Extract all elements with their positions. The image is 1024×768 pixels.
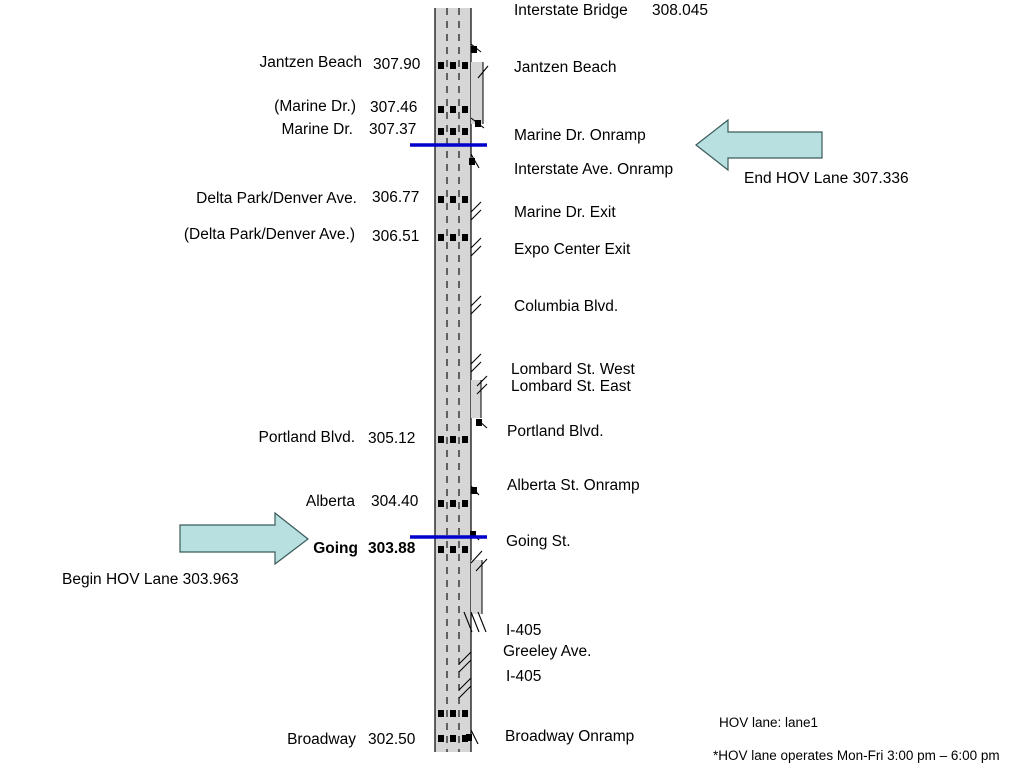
interstate-bridge-label: Interstate Bridge [514, 2, 628, 19]
aux-lane-north [471, 62, 483, 124]
ramp-label: Lombard St. West [511, 361, 635, 378]
ramp-label: Greeley Ave. [503, 643, 592, 660]
ramp-label: Expo Center Exit [514, 241, 631, 258]
ramp-label: Marine Dr. Exit [514, 204, 616, 221]
ramp-label: I-405 [506, 668, 542, 685]
begin-hov-label: Begin HOV Lane 303.963 [62, 571, 239, 588]
hov-hours-note: *HOV lane operates Mon-Fri 3:00 pm – 6:0… [713, 748, 1000, 763]
station-name: Broadway [287, 731, 356, 748]
ramp-label: Going St. [506, 533, 571, 550]
mainline-detectors [438, 62, 468, 742]
station-milepost: 307.37 [369, 121, 417, 138]
ramp-label: Marine Dr. Onramp [514, 127, 646, 144]
interstate-bridge-milepost: 308.045 [652, 2, 709, 19]
station-milepost: 302.50 [368, 731, 416, 748]
station-name: Delta Park/Denver Ave. [196, 190, 357, 207]
ramp-label: Columbia Blvd. [514, 298, 619, 315]
ramp-label: Broadway Onramp [505, 728, 635, 745]
station-name: Alberta [305, 493, 355, 510]
station-milepost: 305.12 [368, 430, 416, 447]
station-milepost: 304.40 [371, 493, 419, 510]
ramp-label: Lombard St. East [511, 378, 631, 395]
hov-lane-note: HOV lane: lane1 [719, 715, 819, 730]
ramp-detectors [466, 46, 482, 741]
station-milepost: 306.77 [372, 189, 420, 206]
end-hov-label: End HOV Lane 307.336 [744, 170, 909, 187]
station-milepost: 306.51 [372, 228, 420, 245]
station-name: Portland Blvd. [258, 429, 356, 446]
station-name: Marine Dr. [281, 121, 354, 138]
end-hov-arrow [695, 118, 823, 172]
aux-lane-lombard [471, 380, 481, 418]
begin-hov-arrow [179, 511, 309, 566]
ramp-label: Alberta St. Onramp [507, 477, 640, 494]
station-name: (Marine Dr.) [274, 98, 356, 115]
ramp-label: Portland Blvd. [507, 423, 604, 440]
station-name: Going [313, 540, 358, 557]
ramp-label: Jantzen Beach [514, 59, 617, 76]
station-name: Jantzen Beach [259, 54, 362, 71]
station-milepost: 303.88 [368, 540, 416, 557]
station-name: (Delta Park/Denver Ave.) [183, 226, 355, 243]
aux-lane-going [471, 560, 482, 614]
ramp-label: Interstate Ave. Onramp [514, 161, 674, 178]
station-milepost: 307.46 [370, 99, 418, 116]
ramp-label: I-405 [506, 622, 542, 639]
station-milepost: 307.90 [373, 56, 421, 73]
